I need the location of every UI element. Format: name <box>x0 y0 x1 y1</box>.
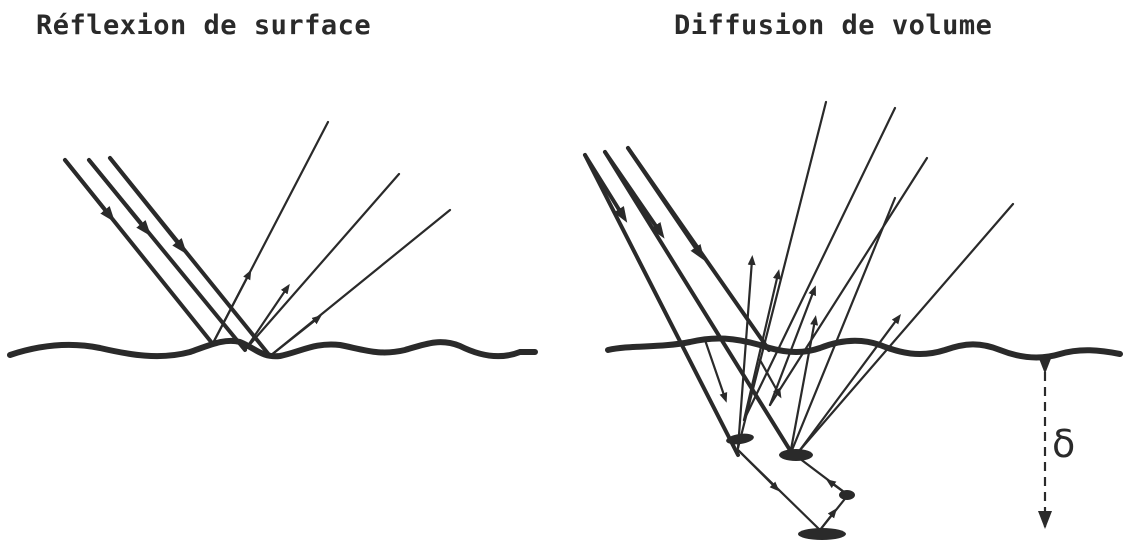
particle <box>779 449 813 461</box>
incident-ray <box>603 150 795 457</box>
reflected-arrow <box>243 283 290 352</box>
reflected-ray <box>243 172 401 352</box>
incident-arrow <box>603 150 665 239</box>
reflected-arrow <box>268 314 322 358</box>
incident-arrow <box>63 158 116 223</box>
rough-surface-left <box>7 337 538 360</box>
scattering-particles <box>726 433 855 540</box>
emergent-ray <box>788 196 897 457</box>
emergent-arrow <box>788 315 819 457</box>
scatter-arrow <box>736 448 780 492</box>
emergent-ray <box>736 100 828 450</box>
emergent-arrow <box>798 313 901 452</box>
scatter-arrow <box>818 508 838 532</box>
surface-reflection-panel <box>7 120 538 360</box>
particle <box>726 433 754 445</box>
emergent-ray <box>798 202 1015 452</box>
emergent-arrow <box>768 285 816 407</box>
depth-symbol-label: δ <box>1052 422 1076 466</box>
incident-arrow <box>87 158 152 237</box>
reflected-arrow <box>210 269 252 347</box>
particle <box>839 490 855 500</box>
incident-rays-volume <box>583 146 795 457</box>
incident-arrow <box>108 156 187 255</box>
subsurface-paths <box>703 338 850 532</box>
emergent-ray <box>768 156 929 407</box>
incident-ray <box>583 153 740 457</box>
emergent-ray <box>742 106 897 422</box>
incident-rays <box>63 156 272 358</box>
incident-arrow <box>583 153 628 223</box>
scatter-arrow <box>758 358 782 399</box>
title-surface-reflection: Réflexion de surface <box>36 10 372 41</box>
scatter-path <box>736 448 850 532</box>
title-volume-scattering: Diffusion de volume <box>674 10 993 41</box>
emergent-arrow <box>736 255 756 450</box>
scatter-arrow <box>703 338 728 403</box>
incident-arrow <box>626 146 705 261</box>
reflected-rays <box>210 120 452 358</box>
rough-surface-right <box>605 335 1123 361</box>
volume-scattering-panel <box>583 100 1123 540</box>
emergent-rays <box>736 100 1015 457</box>
particle <box>798 528 846 540</box>
